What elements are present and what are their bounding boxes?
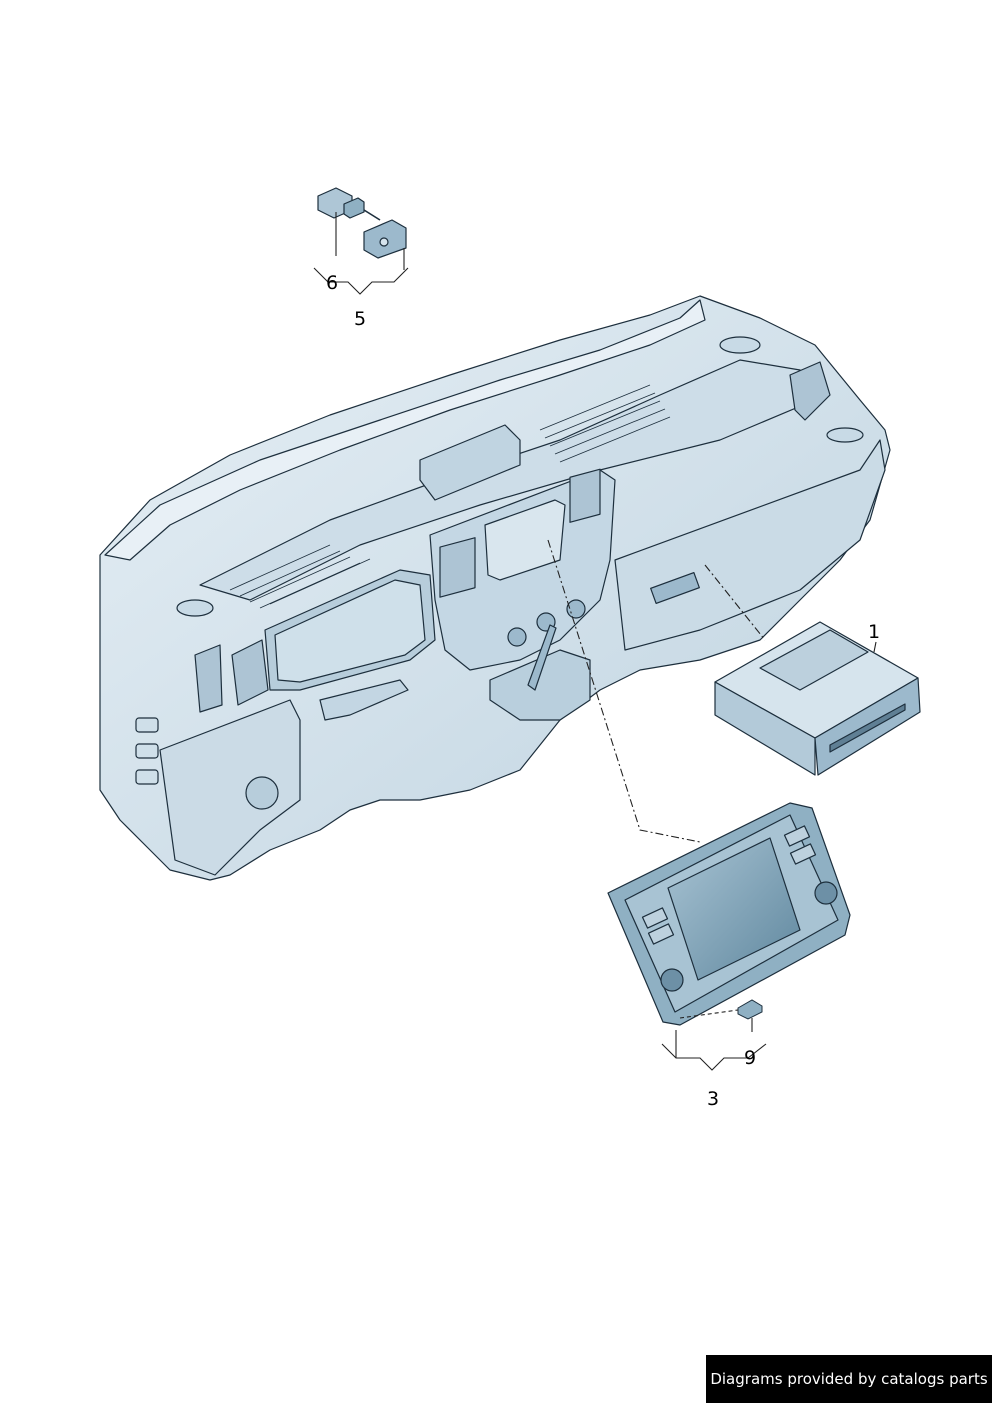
part-9-connector	[737, 999, 763, 1020]
radio-unit-slot	[829, 703, 906, 753]
credit-banner: Diagrams provided by catalogs parts	[706, 1355, 992, 1403]
steering-column	[319, 679, 409, 721]
dashboard	[99, 295, 891, 881]
bracket-5	[313, 267, 409, 295]
glovebox-handle	[650, 572, 700, 604]
cup-holder-left	[176, 599, 214, 617]
center-vent-right	[569, 468, 601, 523]
side-button-2	[135, 743, 159, 759]
callout-9: 9	[744, 1047, 757, 1069]
cup-holder-far-right	[826, 427, 864, 443]
left-vent	[194, 644, 223, 713]
head-unit-button-l1	[641, 907, 669, 929]
shelf-ribs	[229, 384, 671, 609]
leader-9-dashed	[679, 1009, 739, 1019]
climate-knob-right	[566, 599, 586, 619]
part-1-radio-unit	[714, 621, 921, 776]
cup-holder-right	[719, 336, 761, 354]
part-5-6-usb-assembly	[317, 187, 407, 259]
cluster-glass	[274, 579, 426, 683]
dashboard-top-edge	[104, 299, 706, 561]
credit-text: Diagrams provided by catalogs parts	[710, 1370, 988, 1388]
callout-3: 3	[707, 1088, 720, 1110]
head-unit-button-l2	[647, 923, 675, 945]
head-unit-knob-left	[660, 968, 684, 992]
right-vent	[789, 361, 831, 421]
lower-left-panel	[159, 699, 301, 876]
usb-cable	[363, 209, 381, 221]
head-unit-button-r1	[783, 825, 811, 847]
callout-6: 6	[326, 272, 339, 294]
light-switch	[245, 776, 279, 810]
radio-unit-label	[759, 629, 869, 691]
glovebox	[614, 439, 886, 651]
center-vent-left	[439, 537, 476, 598]
head-unit-knob-right	[814, 881, 838, 905]
part-6-plug-end	[343, 197, 365, 219]
socket-port	[379, 237, 389, 247]
leader-1	[873, 641, 877, 653]
part-3-head-unit	[607, 802, 851, 1026]
leader-3-dashed	[547, 539, 701, 843]
head-unit-screen	[667, 837, 801, 981]
radio-unit-left-side	[714, 681, 816, 776]
callout-1: 1	[868, 621, 881, 643]
gear-console	[489, 649, 591, 721]
gear-lever	[527, 624, 557, 691]
center-screen	[484, 499, 566, 581]
left-vent-2	[231, 639, 269, 706]
head-unit-button-r2	[789, 843, 817, 865]
leader-1-dashed	[704, 564, 766, 641]
side-button-3	[135, 769, 159, 785]
callout-5: 5	[354, 308, 367, 330]
side-button-1	[135, 717, 159, 733]
climate-knob-left	[507, 627, 527, 647]
leader-lines	[313, 212, 877, 1071]
top-display-hood	[419, 424, 521, 501]
